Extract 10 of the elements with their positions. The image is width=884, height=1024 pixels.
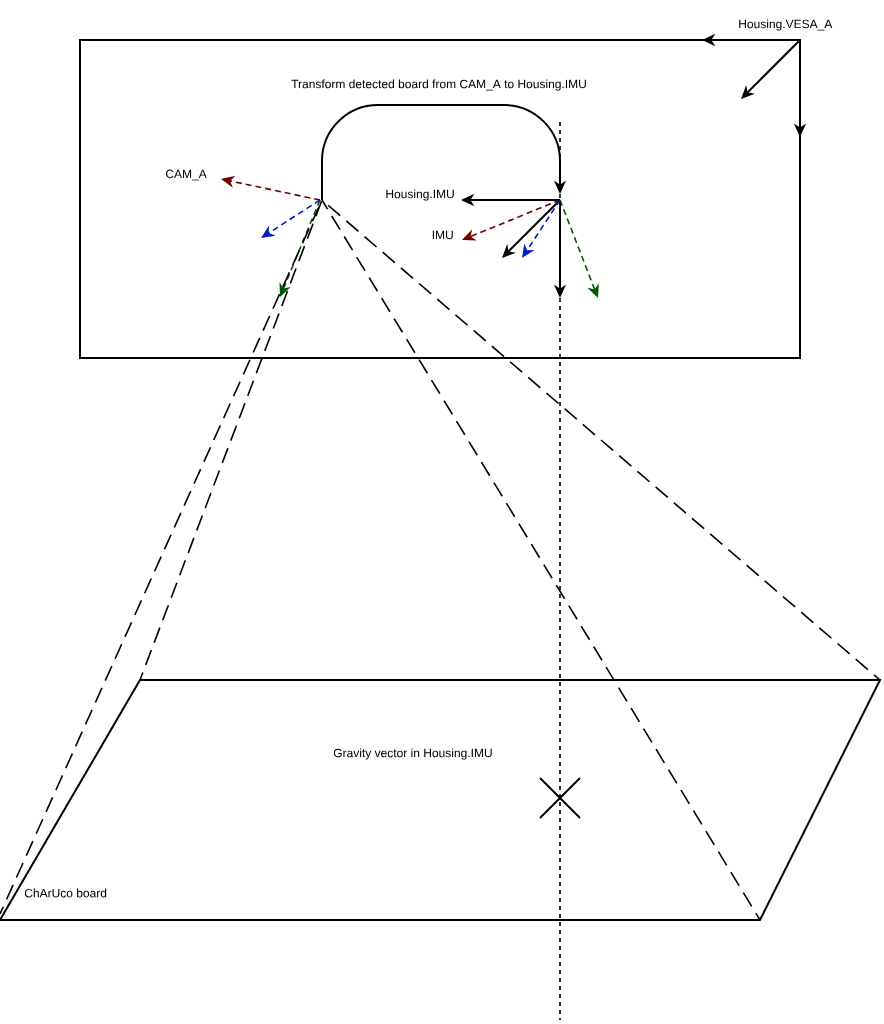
rectangle-box bbox=[79, 39, 801, 359]
curved-arrow bbox=[321, 104, 567, 201]
axis-label: IMU bbox=[432, 230, 453, 240]
dashed-line bbox=[321, 199, 761, 921]
axis-label: CAM_A bbox=[166, 169, 207, 181]
text-label: Housing.VESA_A bbox=[739, 19, 833, 31]
edge-label: Transform detected board from CAM_A to Housing.IMU bbox=[289, 78, 589, 92]
dashed-line bbox=[139, 199, 323, 681]
text-label: Gravity vector in Housing.IMU bbox=[333, 748, 492, 760]
axis-label: Housing.IMU bbox=[386, 189, 454, 201]
